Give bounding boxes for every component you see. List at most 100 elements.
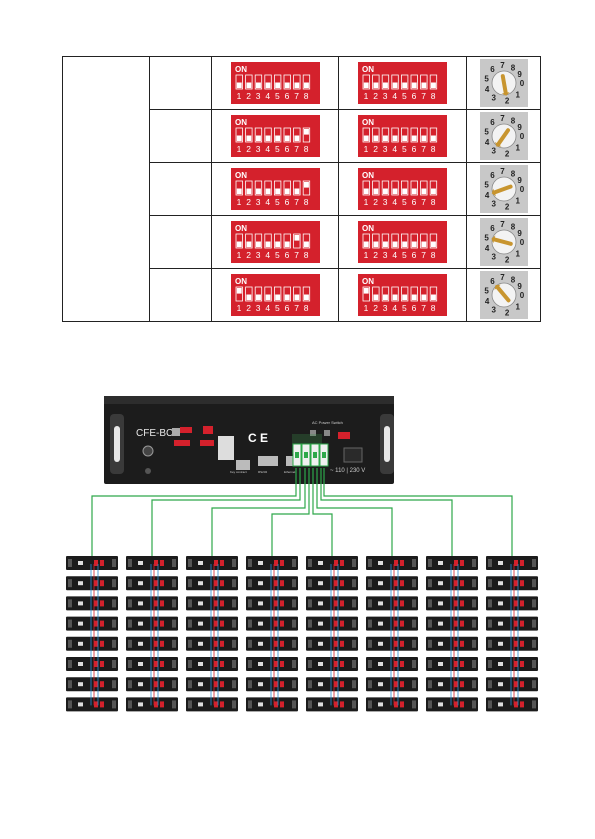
battery-module — [306, 556, 358, 570]
dip-switch-number: 6 — [412, 144, 417, 154]
dip-switch-slot — [391, 180, 399, 196]
dip-switch-number: 8 — [303, 91, 308, 101]
can-bus-wire — [91, 468, 297, 556]
dip-switch-off — [303, 294, 309, 301]
rotary-digit: 2 — [504, 150, 509, 159]
battery-module — [306, 576, 358, 591]
battery-module — [426, 636, 478, 651]
rotary-digit: 9 — [517, 70, 522, 79]
dip-switch-slot — [283, 74, 291, 90]
port-label-key: Key contract — [230, 470, 247, 474]
dip-switch-off — [363, 241, 369, 248]
battery-module — [66, 697, 118, 712]
battery-module — [246, 616, 298, 631]
battery-module — [126, 677, 178, 692]
dip-switch-number: 2 — [373, 91, 378, 101]
dip-switch-off — [245, 82, 251, 89]
dip-switch-off — [236, 135, 242, 142]
rotary-digit: 9 — [517, 282, 522, 291]
rotary-pointer — [495, 128, 510, 147]
dip-switch-off — [383, 135, 388, 142]
dip-switch-slot — [283, 127, 291, 143]
dip-on-label: ON — [362, 277, 374, 286]
rotary-digit: 1 — [515, 197, 520, 206]
battery-module — [126, 556, 178, 570]
dip-switch-number: 3 — [383, 197, 388, 207]
dip-switch-number: 7 — [294, 303, 299, 313]
dip-switch-number: 8 — [431, 91, 436, 101]
dip-switch-slot — [429, 74, 438, 90]
battery-module — [186, 616, 238, 631]
dip-switch-slot — [244, 286, 253, 302]
dip-switch-off — [245, 241, 251, 248]
rotary-digit: 2 — [504, 309, 509, 318]
dip-switch-number: 3 — [383, 250, 388, 260]
battery-module — [366, 556, 418, 570]
dip-switch-number: 6 — [412, 250, 417, 260]
dip-switch-off — [293, 294, 299, 301]
rotary-digit: 3 — [491, 200, 496, 209]
dip-switch-off — [373, 188, 379, 195]
rotary-pointer — [492, 184, 513, 195]
rotary-digit: 0 — [519, 185, 524, 194]
dip-switch-off — [402, 294, 408, 301]
dip-switch-slot — [410, 74, 418, 90]
dip-switch-slot — [381, 286, 390, 302]
dip-switch-number: 7 — [294, 91, 299, 101]
rotary-arrow-head — [501, 92, 510, 96]
dip-switch-slot — [420, 233, 428, 249]
dip-switch-off — [402, 82, 408, 89]
can-bus-wire — [323, 468, 513, 556]
dip-switch-number: 2 — [246, 197, 251, 207]
dip-switch-slot — [263, 74, 272, 90]
rotary-digit: 4 — [484, 85, 489, 94]
dip-switch-off — [431, 135, 436, 142]
dip-switch-off — [274, 135, 280, 142]
dip-switch-slot — [302, 286, 310, 302]
rotary-digit: 8 — [510, 222, 515, 231]
dip-switch-slot — [273, 180, 281, 196]
dip-switch-slot — [429, 180, 438, 196]
dip-switch-off — [274, 188, 280, 195]
dip-switch-number: 4 — [265, 144, 270, 154]
rotary-digit: 1 — [515, 91, 520, 100]
battery-module — [186, 677, 238, 692]
dip-switch-number: 4 — [265, 91, 270, 101]
dip-switch-slot — [372, 74, 380, 90]
dip-switch-off — [431, 294, 436, 301]
dip-switch-slot — [372, 286, 380, 302]
battery-module — [426, 677, 478, 692]
battery-module — [486, 697, 538, 712]
dip-switch-off — [402, 135, 408, 142]
dip-switch-on — [293, 235, 299, 241]
dip-switch-number: 5 — [402, 91, 407, 101]
dip-switch-off — [255, 188, 261, 195]
dip-switch-number: 1 — [364, 144, 369, 154]
dip-switch-slot — [401, 74, 409, 90]
dip-switch-off — [284, 241, 290, 248]
dip-switch-number: 5 — [275, 91, 280, 101]
dip-switch-off — [255, 294, 261, 301]
rotary-digit: 7 — [500, 114, 505, 123]
dip-switch-slot — [362, 233, 370, 249]
dip-switch-slot — [273, 74, 281, 90]
dip-on-label: ON — [362, 65, 374, 74]
row-label-cell — [149, 109, 212, 163]
rotary-pointer — [500, 74, 508, 95]
rotary-digit: 6 — [490, 65, 495, 74]
dip-switch-number: 5 — [275, 144, 280, 154]
port-label-rs232: RS232 — [258, 470, 268, 474]
dip-switch-off — [392, 294, 398, 301]
dip-switch-slot — [244, 127, 253, 143]
dip-switch-number: 3 — [255, 144, 260, 154]
rotary-digit: 5 — [484, 233, 489, 242]
rotary-digit: 4 — [484, 138, 489, 147]
dip-switch-off — [421, 188, 427, 195]
dip-switch-number: 8 — [303, 303, 308, 313]
dip-switch-off — [363, 135, 369, 142]
